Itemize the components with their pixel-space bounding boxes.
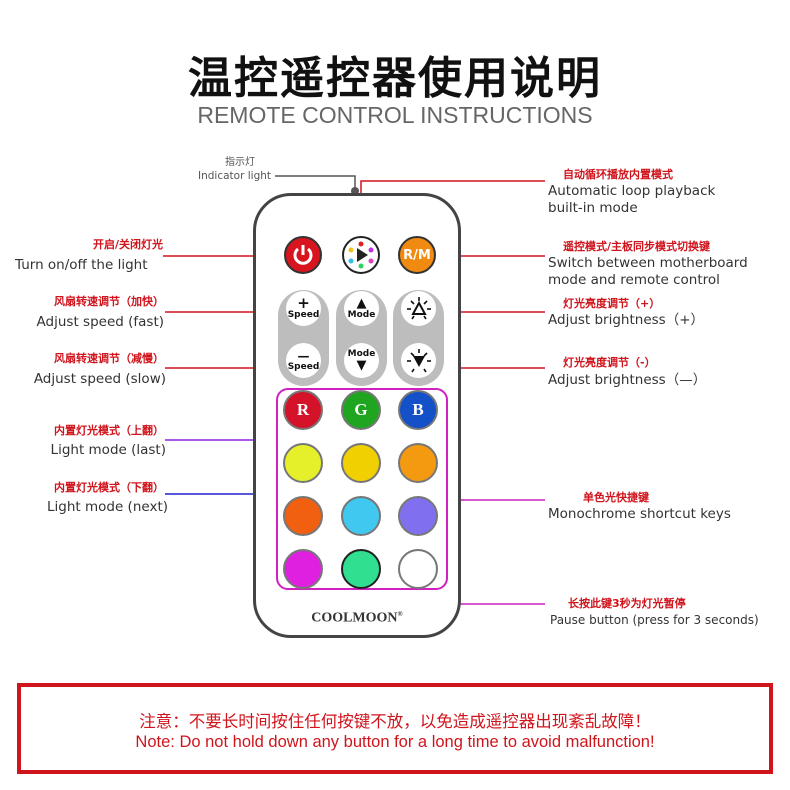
speed-down-button[interactable]: —Speed [286,343,321,378]
color-button[interactable] [398,443,438,483]
page-subtitle: REMOTE CONTROL INSTRUCTIONS [197,102,593,128]
color-shortcut-grid [276,388,448,590]
play-icon [348,241,374,269]
warning-box [17,683,773,774]
power-label-en: Turn on/off the light [15,257,148,273]
mono-label-cn: 单色光快捷键 [583,491,649,504]
pause-button[interactable] [341,549,381,589]
power-button[interactable] [284,236,322,274]
plus-icon: + [297,294,310,312]
bright-down-label-en: Adjust brightness（—） [548,372,707,388]
minus-icon: — [297,348,310,363]
speed-up-button[interactable]: +Speed [286,291,321,326]
indicator-label-cn: 指示灯 [225,157,255,168]
color-button[interactable] [283,496,323,536]
mode-label: Mode [347,310,376,320]
mode-pill: ▲Mode Mode▼ [336,290,387,386]
registered-mark: ® [397,610,403,618]
indicator-label-en: Indicator light [198,170,272,182]
brightness-up-button[interactable] [401,291,436,326]
speed-label: Speed [287,361,320,372]
pause-label-en: Pause button (press for 3 seconds) [550,613,759,627]
bright-down-label-cn: 灯光亮度调节（-） [563,356,656,369]
mode-label: Mode [347,349,376,359]
power-label-cn: 开启/关闭灯光 [92,238,163,251]
mode-last-label-en: Light mode (last) [50,442,166,458]
rm-label-cn: 遥控模式/主板同步模式切换键 [563,240,711,253]
auto-loop-label-en-2: built-in mode [548,200,638,216]
color-button[interactable] [283,549,323,589]
brightness-down-button[interactable] [401,343,436,378]
color-button[interactable] [398,549,438,589]
brightness-down-icon [406,348,431,372]
mode-next-label-en: Light mode (next) [47,499,168,515]
auto-loop-label-cn: 自动循环播放内置模式 [563,168,673,181]
color-button-r[interactable]: R [283,390,323,430]
speed-slow-label-en: Adjust speed (slow) [33,371,166,387]
mono-label-en: Monochrome shortcut keys [548,506,731,522]
brand-logo: COOLMOON® [253,610,461,627]
color-button-g[interactable]: G [341,390,381,430]
rm-label-en-2: mode and remote control [548,272,720,288]
speed-fast-label-cn: 风扇转速调节（加快） [54,295,164,308]
color-button[interactable] [283,443,323,483]
indicator-line [275,175,356,190]
page-title: 温控遥控器使用说明 [188,53,602,104]
brightness-up-icon [406,296,431,319]
mode-next-label-cn: 内置灯光模式（下翻） [54,481,164,494]
speed-pill: +Speed —Speed [278,290,329,386]
color-button-b[interactable]: B [398,390,438,430]
color-button[interactable] [398,496,438,536]
rm-switch-button[interactable]: R/M [398,236,436,274]
color-button[interactable] [341,443,381,483]
speed-slow-label-cn: 风扇转速调节（减慢） [54,352,164,365]
pause-label-cn: 长按此键3秒为灯光暂停 [568,597,686,610]
rm-label-en-1: Switch between motherboard [548,255,748,271]
color-button[interactable] [341,496,381,536]
bright-up-label-cn: 灯光亮度调节（+） [563,297,661,310]
speed-label: Speed [287,310,320,320]
mode-last-label-cn: 内置灯光模式（上翻） [54,424,164,437]
auto-play-button[interactable] [342,236,380,274]
triangle-up-icon: ▲ [356,296,367,311]
brightness-pill [393,290,444,386]
speed-fast-label-en: Adjust speed (fast) [36,314,164,330]
power-icon [293,245,313,265]
bright-up-label-en: Adjust brightness（+） [548,312,705,328]
triangle-down-icon: ▼ [356,358,367,373]
mode-down-button[interactable]: Mode▼ [344,343,379,378]
brand-name: COOLMOON [311,610,398,626]
warning-text-cn: 注意：不要长时间按住任何按键不放，以免造成遥控器出现紊乱故障！ [139,713,651,731]
mode-up-button[interactable]: ▲Mode [344,291,379,326]
auto-loop-label-en-1: Automatic loop playback [548,183,716,199]
warning-text-en: Note: Do not hold down any button for a … [135,733,655,751]
